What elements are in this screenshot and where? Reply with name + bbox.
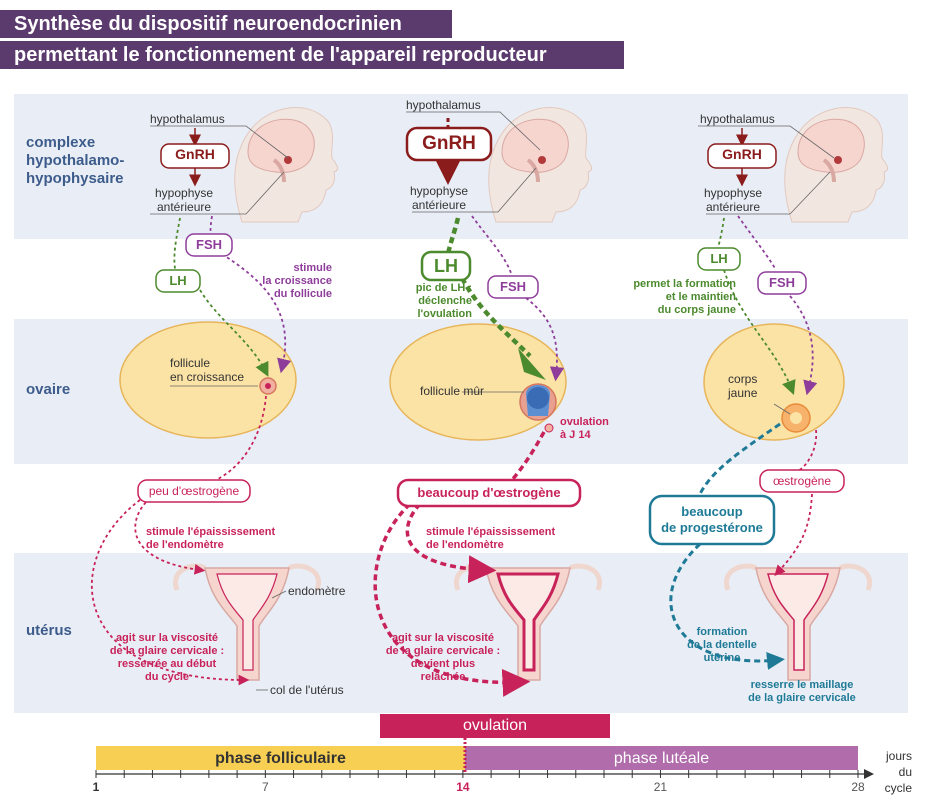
row-label-complexe: complexe hypothalamo- hypophysaire bbox=[26, 134, 125, 187]
dentelle-text: formation de la dentelle utérine bbox=[687, 626, 757, 664]
phase-luteale-bar bbox=[465, 746, 858, 770]
fsh-box-2 bbox=[487, 275, 539, 299]
lh-box-2 bbox=[420, 250, 472, 282]
fsh-box-3 bbox=[757, 271, 807, 295]
lh-box-1 bbox=[155, 269, 201, 293]
row-label-uterus: utérus bbox=[26, 622, 72, 639]
gnrh-box-1 bbox=[160, 143, 230, 169]
uterus-3 bbox=[723, 563, 873, 681]
jours-cycle-label: jours du cycle bbox=[884, 749, 912, 795]
progesterone-label: beaucoup de progestérone bbox=[661, 504, 763, 535]
follicle-1 bbox=[259, 377, 277, 395]
fsh-label-3: FSH bbox=[769, 275, 795, 290]
lh-label-1: LH bbox=[169, 273, 187, 288]
timeline-ticks bbox=[95, 770, 859, 778]
stimule-follicule-text: stimule la croissance du follicule bbox=[262, 262, 332, 300]
timeline-tick-label: 14 bbox=[456, 780, 470, 794]
ovary-3 bbox=[703, 323, 845, 441]
hypothalamus-label-2: hypothalamus bbox=[406, 98, 481, 112]
epaississement-text-2: stimule l'épaississement de l'endomètre bbox=[426, 526, 556, 551]
timeline-tick-label: 28 bbox=[851, 780, 865, 794]
progesterone-box bbox=[648, 494, 776, 546]
ovulation-bar-label: ovulation bbox=[462, 717, 528, 734]
corps-jaune-action-text: permet la formation et le maintien du co… bbox=[633, 278, 736, 316]
corpus-luteum bbox=[781, 403, 811, 433]
gnrh-label-2: GnRH bbox=[422, 133, 476, 154]
phase-folliculaire-bar bbox=[96, 746, 465, 770]
glaire-text-2: agit sur la viscosité de la glaire cervi… bbox=[385, 632, 501, 683]
gnrh-box-2 bbox=[405, 126, 493, 162]
fsh-label-2: FSH bbox=[500, 279, 526, 294]
hypothalamus-label-1: hypothalamus bbox=[150, 112, 225, 126]
oestrogen-box-3 bbox=[759, 469, 845, 493]
oestrogen-box-1 bbox=[137, 479, 251, 503]
hypothalamus-label-3: hypothalamus bbox=[700, 112, 775, 126]
endometre-label: endomètre bbox=[288, 584, 346, 598]
head-3 bbox=[784, 107, 889, 223]
pic-lh-text: pic de LH : déclenche l'ovulation bbox=[415, 282, 472, 320]
uterus-1 bbox=[172, 563, 322, 681]
oestrogen-box-2 bbox=[396, 478, 582, 508]
follicle-2 bbox=[519, 383, 557, 433]
epaississement-text-1: stimule l'épaississement de l'endomètre bbox=[146, 526, 276, 551]
ovulation-j14-text: ovulation à J 14 bbox=[560, 416, 609, 441]
timeline-tick-label: 1 bbox=[92, 780, 100, 794]
row-label-ovaire: ovaire bbox=[26, 381, 71, 398]
gnrh-label-3: GnRH bbox=[722, 146, 762, 162]
oestrogene-label-2: beaucoup d'œstrogène bbox=[417, 485, 561, 500]
follicule-croissance-label: follicule en croissance bbox=[170, 356, 245, 384]
lh-label-2: LH bbox=[434, 256, 458, 276]
title-line2: permettant le fonctionnement de l'appare… bbox=[0, 41, 624, 69]
fsh-box-1 bbox=[185, 233, 233, 257]
col-uterus-label: col de l'utérus bbox=[270, 683, 344, 697]
glaire-text-1: agit sur la viscosité de la glaire cervi… bbox=[109, 632, 225, 683]
lh-label-3: LH bbox=[710, 251, 728, 266]
oestrogene-label-1: peu d'œstrogène bbox=[148, 484, 240, 498]
maillage-text: resserre le maillage de la glaire cervic… bbox=[748, 679, 856, 704]
fsh-label-1: FSH bbox=[196, 237, 222, 252]
gnrh-label-1: GnRH bbox=[175, 146, 215, 162]
corps-jaune-label: corps jaune bbox=[728, 372, 758, 400]
oestrogene-label-3: œstrogène bbox=[772, 474, 832, 488]
timeline-tick-label: 7 bbox=[261, 780, 269, 794]
lh-box-3 bbox=[697, 247, 741, 271]
timeline-tick-label: 21 bbox=[653, 780, 668, 794]
follicule-mur-label: follicule mûr bbox=[420, 384, 485, 398]
phase-folliculaire-label: phase folliculaire bbox=[215, 750, 346, 767]
gnrh-box-3 bbox=[707, 143, 777, 169]
ovulation-bar bbox=[380, 714, 610, 738]
head-1 bbox=[234, 107, 339, 223]
ovary-2 bbox=[389, 323, 567, 441]
phase-luteale-label: phase lutéale bbox=[613, 750, 710, 767]
title-line1: Synthèse du dispositif neuroendocrinien bbox=[0, 10, 452, 38]
